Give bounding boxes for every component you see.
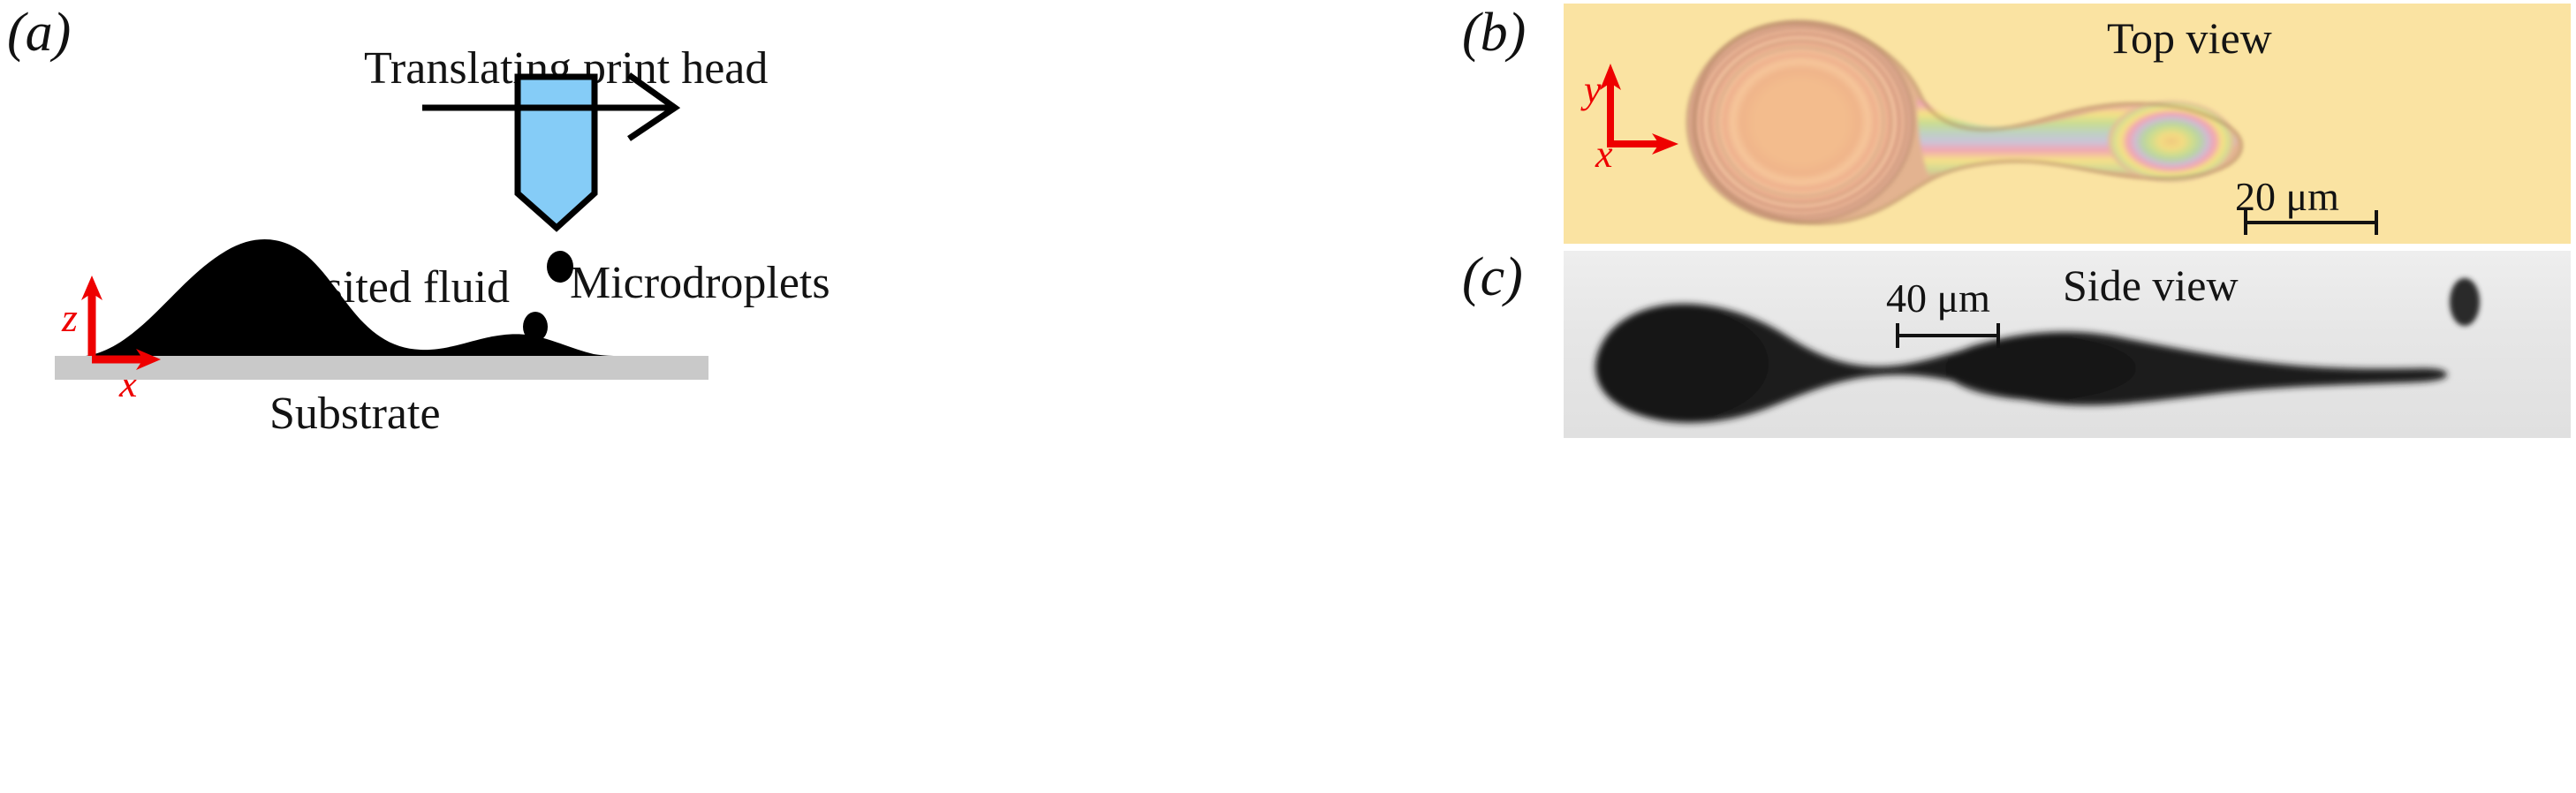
microdroplet-lower	[523, 312, 548, 342]
axis-label-y-panel-b: y	[1584, 68, 1602, 111]
side-view-title: Side view	[2063, 261, 2239, 310]
substrate-bar	[55, 356, 708, 380]
panel-a-drawing	[55, 72, 708, 380]
print-head-nozzle	[514, 73, 598, 232]
axis-arrow-z	[81, 276, 102, 356]
liquid-filament	[1595, 303, 2447, 423]
scalebar-20um	[2244, 210, 2378, 235]
axis-arrow-x-panel-a	[92, 349, 161, 370]
top-view-image	[1564, 4, 2571, 244]
feature-outline	[1693, 21, 2243, 224]
axis-label-z: z	[62, 295, 78, 340]
scalebar-label-40um: 40 μm	[1886, 276, 1990, 321]
drop-and-tail	[1687, 21, 2242, 223]
deposited-fluid-shape	[86, 239, 618, 356]
satellite-droplet	[2450, 278, 2480, 326]
panel-label-b: (b)	[1462, 3, 1527, 63]
microdroplet-upper	[547, 251, 573, 283]
scalebar-label-20um: 20 μm	[2235, 174, 2339, 219]
top-view-title: Top view	[2107, 13, 2272, 63]
panel-label-a: (a)	[7, 3, 72, 63]
panel-label-c: (c)	[1462, 247, 1523, 307]
translation-arrow	[422, 72, 681, 141]
side-view-image	[1564, 251, 2571, 438]
scalebar-40um	[1896, 323, 2000, 348]
panel-c-shadowgraph	[1564, 251, 2571, 438]
microdroplets-label: Microdroplets	[570, 258, 830, 308]
panel-b-micrograph	[1564, 4, 2571, 244]
axis-label-x-panel-b: x	[1595, 132, 1613, 176]
axis-arrows-panel-b	[1600, 64, 1678, 155]
substrate-label: Substrate	[269, 389, 441, 439]
